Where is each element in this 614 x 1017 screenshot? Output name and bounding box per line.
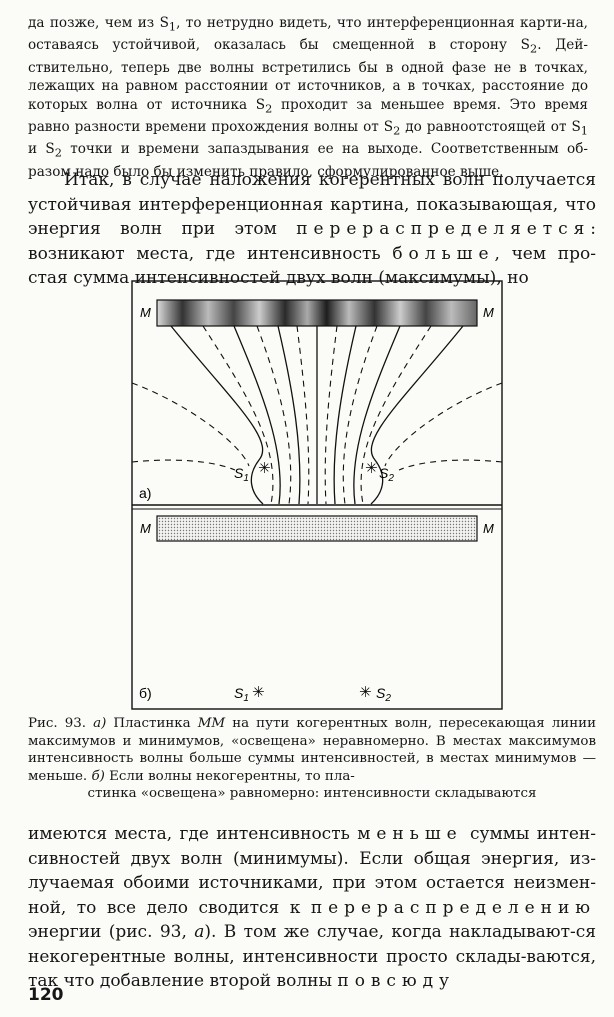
subscript: 2: [529, 42, 538, 57]
panel-label-a: а): [139, 485, 151, 501]
italic-a: а: [194, 922, 205, 942]
text-run: Итак, в случае наложения когерентных вол…: [28, 170, 596, 239]
emphasis-spaced: повсюду: [337, 971, 455, 991]
subscript: 2: [265, 101, 273, 116]
emphasis-spaced: перераспределяется: [296, 219, 591, 239]
source-2-star-icon-b: ✳: [359, 683, 372, 701]
text-run: , то нетрудно видеть, что интерференцион…: [28, 15, 588, 54]
figure-93: M M S1 ✳ ✳ S2 а) M M: [131, 280, 503, 710]
text-run: . Дей-ствительно, теперь две волны встре…: [28, 37, 588, 113]
caption-last-line: стинка «освещена» равномерно: интенсивно…: [87, 786, 537, 801]
plate-label-right: M: [483, 305, 494, 320]
subscript: 1: [580, 123, 588, 138]
text-run: Если волны некогерентны, то пла-: [104, 768, 355, 784]
maxima-lines: [170, 325, 464, 505]
text-run: : возникают места, где интенсивность: [28, 219, 596, 264]
text-run: имеются места, где интенсивность: [28, 824, 358, 844]
text-run: на пути когерентных волн, пересекающая л…: [28, 716, 596, 784]
text-run: ). В том же случае, когда накладывают-ся…: [28, 922, 596, 991]
caption-mm: MM: [197, 716, 226, 731]
emphasis-spaced: перераспределению: [310, 897, 596, 918]
plate-label-left: M: [140, 305, 151, 320]
plate-uniform: [156, 515, 478, 542]
subscript: 1: [168, 19, 177, 34]
source-1-label-a: S1: [234, 465, 249, 484]
subscript: 2: [393, 123, 401, 138]
text-run: точки и времени запаздывания ее на выход…: [28, 141, 588, 180]
caption-mark-a: а): [93, 716, 107, 731]
caption-prefix: Рис. 93.: [28, 716, 94, 731]
top-small-paragraph: да позже, чем из S1, то нетрудно видеть,…: [28, 14, 588, 181]
text-run: суммы интен-сивностей двух волн (минимум…: [28, 824, 596, 918]
plate-label-right-b: M: [483, 521, 494, 536]
source-1-star-icon-b: ✳: [252, 683, 265, 701]
main-paragraph-2: имеются места, где интенсивность меньше …: [28, 822, 596, 994]
plate-interference: [156, 299, 478, 327]
text-run: проходит за меньшее время. Это время рав…: [28, 96, 588, 136]
source-1-label-b: S1: [234, 685, 249, 704]
source-2-label-a: S2: [379, 465, 394, 484]
figure-frame: [131, 280, 503, 710]
subscript: 2: [54, 146, 62, 161]
emphasis-spaced: меньше: [357, 824, 463, 844]
source-2-label-b: S2: [376, 685, 391, 704]
source-1-star-icon: ✳: [258, 459, 271, 477]
text-run: до равноотстоящей от S: [400, 119, 581, 136]
text-run: , чем про-стая сумма интенсивностей двух…: [28, 243, 596, 289]
figure-caption: Рис. 93. а) Пластинка MM на пути когерен…: [28, 715, 596, 803]
text-run: и S: [28, 141, 55, 158]
source-2-star-icon: ✳: [365, 459, 378, 477]
text-run: да позже, чем из S: [28, 15, 169, 31]
panel-label-b: б): [139, 685, 152, 701]
interference-diagram: M M S1 ✳ ✳ S2 а) M M: [131, 280, 503, 710]
plate-label-left-b: M: [140, 521, 151, 536]
minima-lines: [131, 325, 503, 505]
text-run: энергии (рис. 93,: [28, 922, 195, 942]
emphasis-spaced: больше: [392, 243, 495, 264]
text-run: Пластинка: [106, 716, 198, 731]
caption-mark-b: б): [91, 768, 105, 784]
page-number: 120: [28, 985, 64, 1005]
main-paragraph-1: Итак, в случае наложения когерентных вол…: [28, 168, 596, 291]
